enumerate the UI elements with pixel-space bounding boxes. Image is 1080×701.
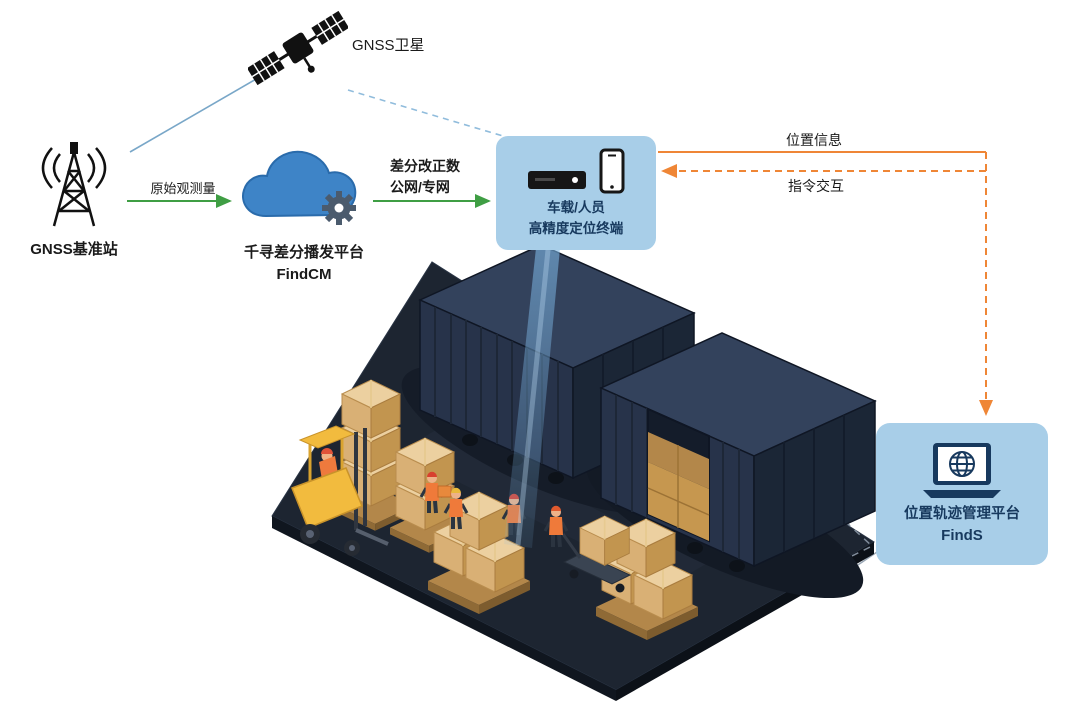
cloud-platform-label: 千寻差分播发平台 FindCM: [222, 243, 386, 284]
cloud-platform-name: 千寻差分播发平台: [243, 244, 364, 261]
gear-icon: [322, 191, 356, 225]
base-station-label: GNSS基准站: [30, 241, 118, 258]
terminal-panel: 车载/人员 高精度定位终端: [496, 136, 656, 250]
correction-line2: 公网/专网: [390, 179, 450, 196]
link-satellite-to-terminal: [347, 89, 504, 137]
satellite-icon: [248, 10, 348, 86]
smartphone-icon: [599, 148, 625, 194]
platform-edge: [272, 516, 616, 701]
worker: [543, 505, 569, 548]
correction-line1: 差分改正数: [390, 158, 460, 174]
shipping-container-2: [599, 332, 877, 572]
management-platform-product: FindS: [941, 527, 983, 545]
link-satellite-to-base: [129, 77, 259, 153]
forklift: [291, 425, 389, 556]
radio-tower-icon: [41, 142, 107, 227]
worker: [443, 487, 469, 530]
satellite-label: GNSS卫星: [352, 37, 425, 54]
warehouse-illustration: [271, 244, 877, 701]
management-platform-name: 位置轨迹管理平台: [904, 505, 1020, 522]
raw-observation-label: 原始观测量: [150, 181, 216, 196]
globe-icon: [949, 450, 975, 477]
worker: [419, 471, 452, 514]
positioning-beam-core: [515, 249, 551, 546]
positioning-beam: [504, 248, 560, 548]
pallet-jack: [561, 515, 632, 593]
correction-label: 差分改正数 公网/专网: [390, 157, 500, 196]
terminal-icons: [527, 148, 625, 194]
position-info-label: 位置信息: [786, 132, 842, 148]
command-interaction-label: 指令交互: [788, 178, 844, 194]
terminal-label-line2: 高精度定位终端: [528, 220, 624, 236]
receiver-box-icon: [528, 171, 586, 190]
cloud-gear-icon: [242, 150, 357, 225]
laptop-globe-icon: [923, 442, 1001, 498]
terminal-label-line1: 车载/人员: [547, 200, 605, 216]
cloud-platform-product: FindCM: [276, 265, 332, 283]
management-platform-panel: 位置轨迹管理平台 FindS: [876, 423, 1048, 565]
